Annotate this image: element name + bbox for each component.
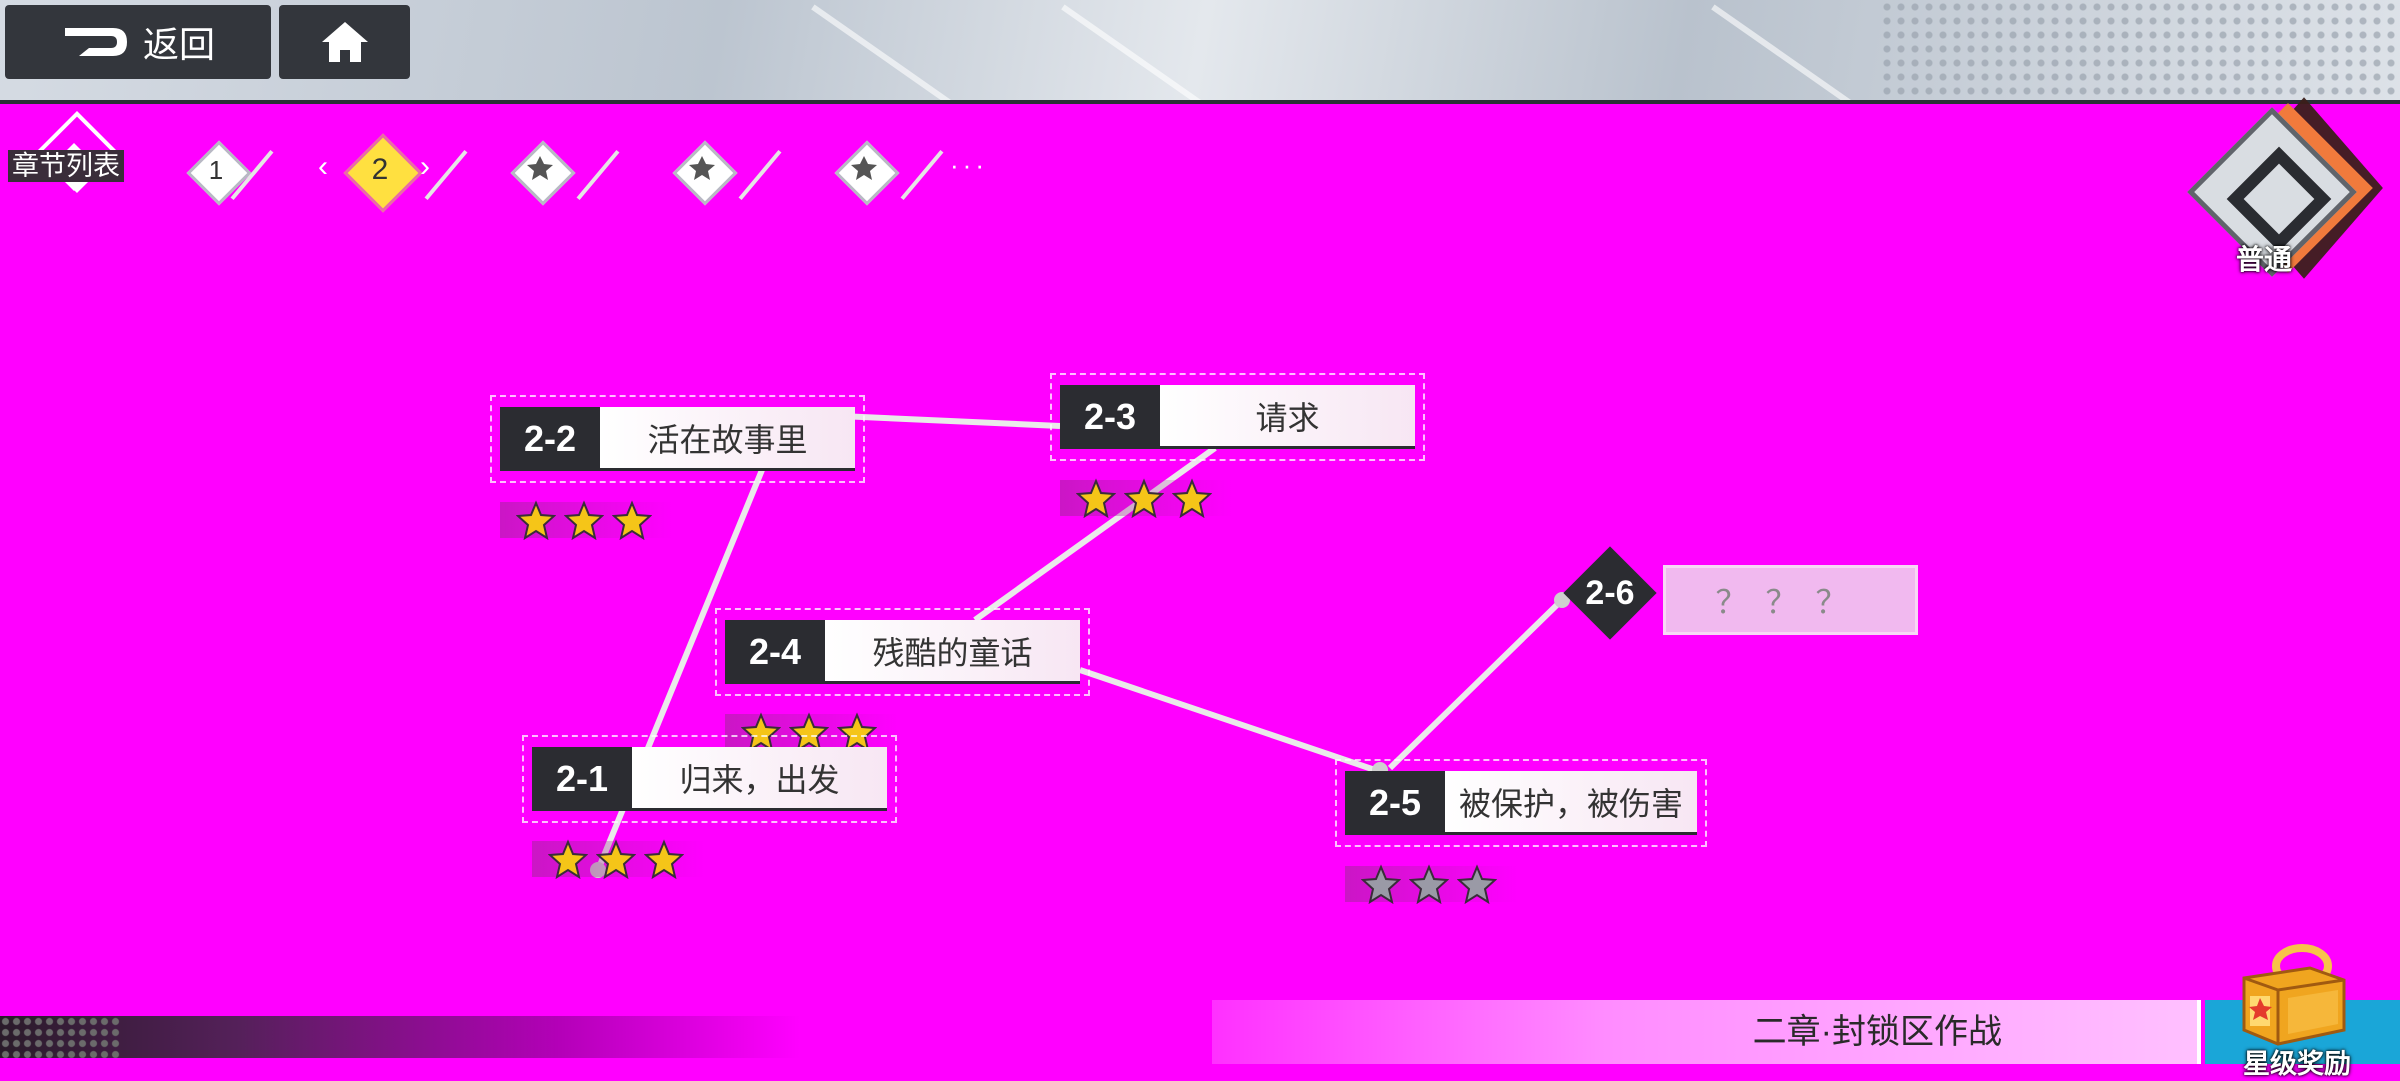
stage-name: 归来，出发 bbox=[632, 747, 887, 811]
chapter-title: 二章·封锁区作战 bbox=[1752, 1013, 2002, 1051]
lock-icon bbox=[527, 156, 553, 180]
back-button[interactable]: 返回 bbox=[5, 5, 271, 79]
star-filled-icon bbox=[596, 839, 636, 879]
star-filled-icon bbox=[548, 839, 588, 879]
stage-2-3-stars bbox=[1060, 478, 1232, 518]
home-button[interactable] bbox=[279, 5, 410, 79]
chapter-tab-1[interactable]: 1 bbox=[186, 140, 274, 206]
star-filled-icon bbox=[644, 839, 684, 879]
chevron-right-icon: › bbox=[420, 150, 430, 183]
stage-name: 被保护，被伤害 bbox=[1445, 771, 1697, 835]
stage-number: 2-2 bbox=[500, 407, 600, 471]
stage-2-4-stars bbox=[725, 712, 897, 752]
stage-number: 2-3 bbox=[1060, 385, 1160, 449]
star-empty-icon bbox=[1409, 864, 1449, 904]
star-empty-icon bbox=[1457, 864, 1497, 904]
path-line bbox=[973, 445, 1217, 623]
path-line bbox=[1079, 667, 1376, 773]
chapter-tab-2[interactable]: 2 ‹ › bbox=[318, 133, 468, 213]
star-filled-icon bbox=[1076, 478, 1116, 518]
decor-dot-pattern bbox=[0, 1016, 120, 1058]
path-line bbox=[839, 413, 1061, 429]
stage-2-5-stars bbox=[1345, 864, 1517, 904]
stage-number: 2-1 bbox=[532, 747, 632, 811]
stage-name: 请求 bbox=[1160, 385, 1415, 449]
back-arrow-icon bbox=[64, 28, 127, 56]
stage-2-6-locked-name: ？？？ bbox=[1663, 565, 1918, 635]
star-filled-icon bbox=[1124, 478, 1164, 518]
difficulty-label: 普通 bbox=[2236, 244, 2293, 275]
chapter-title-bar: 二章·封锁区作战 bbox=[1212, 1000, 2201, 1064]
home-icon bbox=[321, 22, 368, 62]
lock-icon bbox=[689, 156, 715, 180]
stage-2-2-stars bbox=[500, 500, 672, 540]
stage-name: 残酷的童话 bbox=[825, 620, 1080, 684]
star-filled-icon bbox=[516, 500, 556, 540]
chapter-tab-5-locked[interactable] bbox=[834, 140, 944, 206]
back-button-label: 返回 bbox=[142, 24, 215, 65]
stage-2-3[interactable]: 2-3 请求 bbox=[1050, 373, 1425, 461]
bottom-decor-strip bbox=[0, 1016, 800, 1058]
stage-number: 2-6 bbox=[1585, 574, 1635, 612]
lock-icon bbox=[851, 156, 877, 180]
star-filled-icon bbox=[837, 712, 877, 752]
stage-number: 2-5 bbox=[1345, 771, 1445, 835]
stage-2-2[interactable]: 2-2 活在故事里 bbox=[490, 395, 865, 483]
chapter-tab-4-locked[interactable] bbox=[672, 140, 782, 206]
difficulty-selector[interactable]: 普通 bbox=[2186, 97, 2383, 279]
chapter-list-button[interactable]: 章节列表 bbox=[8, 150, 124, 182]
star-filled-icon bbox=[789, 712, 829, 752]
stage-2-4[interactable]: 2-4 残酷的童话 bbox=[715, 608, 1090, 696]
chevron-left-icon: ‹ bbox=[318, 150, 328, 183]
star-filled-icon bbox=[612, 500, 652, 540]
path-line bbox=[1387, 597, 1565, 771]
star-filled-icon bbox=[564, 500, 604, 540]
stage-2-5[interactable]: 2-5 被保护，被伤害 bbox=[1335, 759, 1707, 847]
stage-number: 2-4 bbox=[725, 620, 825, 684]
more-chapters-indicator: ··· bbox=[950, 150, 988, 180]
chapter-tab-label: 1 bbox=[208, 154, 224, 185]
decor-dot-pattern bbox=[1880, 0, 2400, 100]
chapter-tab-label: 2 bbox=[371, 153, 389, 186]
star-filled-icon bbox=[1172, 478, 1212, 518]
star-filled-icon bbox=[741, 712, 781, 752]
star-empty-icon bbox=[1361, 864, 1401, 904]
treasure-chest-icon[interactable] bbox=[2232, 938, 2352, 1048]
stage-2-1[interactable]: 2-1 归来，出发 bbox=[522, 735, 897, 823]
stage-name: 活在故事里 bbox=[600, 407, 855, 471]
stage-2-1-stars bbox=[532, 839, 704, 879]
chapter-tab-3-locked[interactable] bbox=[510, 140, 620, 206]
star-reward-label[interactable]: 星级奖励 bbox=[2243, 1049, 2351, 1079]
